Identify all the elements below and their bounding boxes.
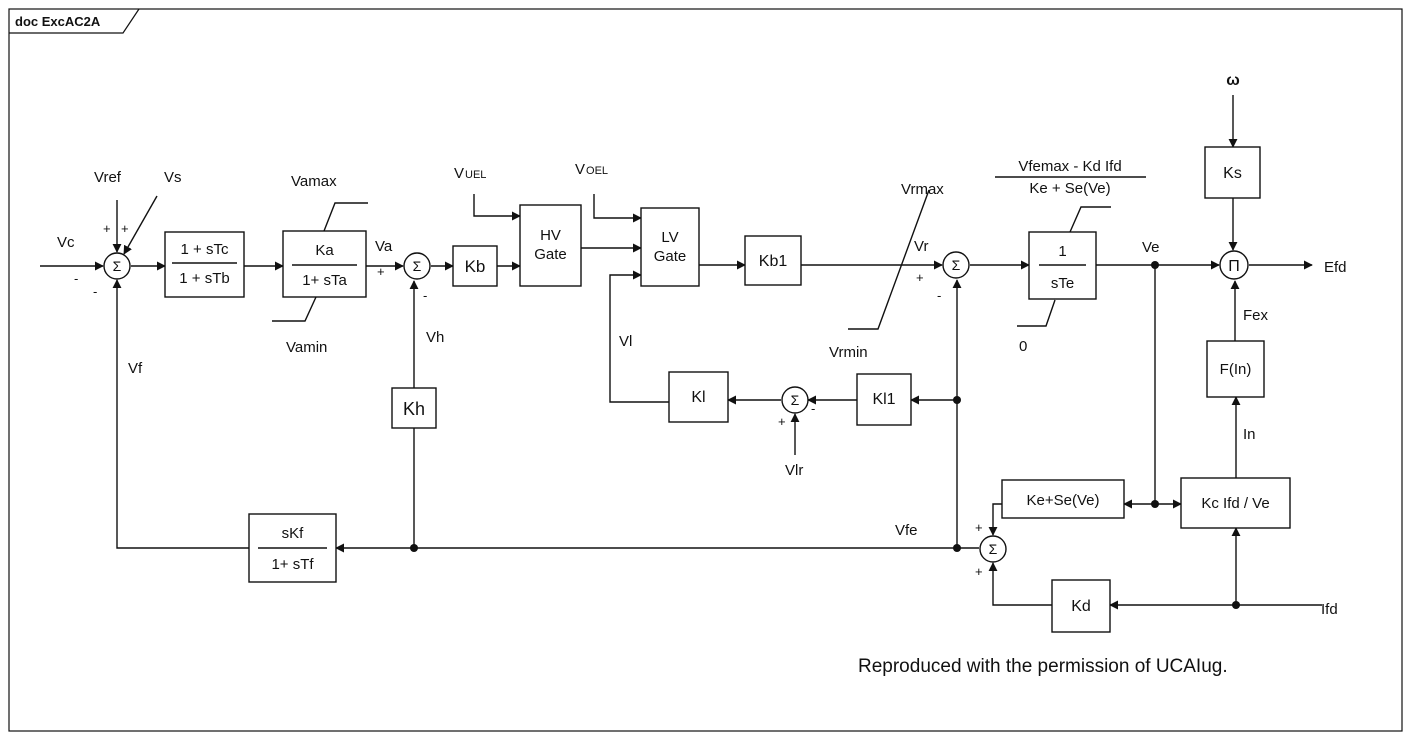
svg-text:+: + [121, 221, 129, 236]
svg-text:-: - [423, 288, 427, 303]
kc-ifd-ve-block: Kc Ifd / Ve [1180, 477, 1291, 529]
label-in: In [1243, 426, 1256, 443]
svg-text:+: + [916, 270, 924, 285]
svg-text:Gate: Gate [654, 248, 687, 265]
summing-junction-3: Σ [942, 251, 970, 279]
svg-text:+: + [975, 520, 983, 535]
label-ve: Ve [1142, 239, 1160, 256]
label-omega: ω [1226, 72, 1240, 89]
permission-note: Reproduced with the permission of UCAIug… [858, 656, 1228, 677]
label-vs: Vs [164, 169, 182, 186]
label-fex: Fex [1243, 307, 1269, 324]
svg-text:Kb1: Kb1 [759, 253, 788, 270]
label-efd: Efd [1324, 259, 1347, 276]
label-va: Va [375, 238, 393, 255]
kb-block: Kb [452, 245, 498, 287]
ka-block: Ka 1+ sTa [282, 230, 367, 298]
svg-text:Kd: Kd [1071, 598, 1091, 615]
integrator-ste-block: 1 sTe [1028, 231, 1097, 300]
svg-text:Gate: Gate [534, 246, 567, 263]
svg-text:Π: Π [1228, 258, 1240, 275]
hv-gate-block: HV Gate [519, 204, 582, 287]
multiplier-junction: Π [1219, 250, 1249, 280]
diagram-frame [8, 8, 1403, 732]
label-vl: Vl [619, 333, 632, 350]
label-zero: 0 [1019, 338, 1027, 355]
svg-text:-: - [811, 401, 815, 416]
svg-text:-: - [93, 284, 97, 299]
signal-labels: Vc Vref Vs Vf Vamax Vamin Va Vh VUEL VOE… [57, 72, 1347, 618]
kl-block: Kl [668, 371, 729, 423]
junction-signs: + + - - + - + - + - + + [74, 221, 983, 579]
label-vr: Vr [914, 238, 928, 255]
label-vuel: VUEL [454, 165, 486, 182]
svg-text:-: - [74, 271, 78, 286]
svg-text:sKf: sKf [282, 525, 305, 542]
ke-se-block: Ke+Se(Ve) [1001, 479, 1125, 519]
svg-text:Σ: Σ [791, 392, 800, 408]
frame-title: doc ExcAC2A [15, 14, 101, 29]
svg-text:+: + [778, 414, 786, 429]
svg-text:Ka: Ka [315, 242, 334, 259]
svg-text:HV: HV [540, 227, 561, 244]
label-vh: Vh [426, 329, 444, 346]
skf-block: sKf 1+ sTf [248, 513, 337, 583]
svg-text:Ks: Ks [1223, 165, 1242, 182]
label-vamin: Vamin [286, 339, 327, 356]
lv-gate-block: LV Gate [640, 207, 700, 287]
summing-junction-4: Σ [781, 386, 809, 414]
svg-text:1+ sTf: 1+ sTf [271, 556, 314, 573]
label-vrmin: Vrmin [829, 344, 868, 361]
svg-text:-: - [937, 288, 941, 303]
label-vref: Vref [94, 169, 122, 186]
summing-junction-5: Σ [979, 535, 1007, 563]
svg-text:+: + [377, 264, 385, 279]
svg-text:+: + [975, 564, 983, 579]
label-vamax: Vamax [291, 173, 337, 190]
svg-text:F(In): F(In) [1220, 361, 1252, 378]
kh-block: Kh [391, 387, 437, 429]
svg-text:Σ: Σ [413, 258, 422, 274]
frame-tab [9, 8, 140, 34]
label-vfemax-denominator: Ke + Se(Ve) [1029, 180, 1110, 197]
svg-text:Σ: Σ [952, 257, 961, 273]
lead-lag-block: 1 + sTc 1 + sTb [164, 231, 245, 298]
label-vlr: Vlr [785, 462, 803, 479]
svg-text:Kl: Kl [691, 389, 705, 406]
svg-text:1+ sTa: 1+ sTa [302, 272, 347, 289]
label-vrmax: Vrmax [901, 181, 944, 198]
label-vc: Vc [57, 234, 75, 251]
signal-lines [40, 95, 1322, 610]
svg-text:Σ: Σ [989, 541, 998, 557]
svg-text:1 + sTc: 1 + sTc [181, 241, 229, 258]
svg-text:1 + sTb: 1 + sTb [179, 270, 229, 287]
svg-text:Kc Ifd / Ve: Kc Ifd / Ve [1201, 495, 1269, 512]
junction-dots [410, 261, 1240, 609]
svg-text:Kl1: Kl1 [872, 391, 895, 408]
label-vf: Vf [128, 360, 143, 377]
svg-text:LV: LV [661, 229, 678, 246]
ks-block: Ks [1204, 146, 1261, 199]
svg-text:Ke+Se(Ve): Ke+Se(Ve) [1027, 492, 1100, 509]
kb1-block: Kb1 [744, 235, 802, 286]
svg-text:Σ: Σ [113, 258, 122, 274]
svg-text:Kb: Kb [465, 257, 486, 276]
svg-text:+: + [103, 221, 111, 236]
f-in-block: F(In) [1206, 340, 1265, 398]
summing-junction-1: Σ [103, 252, 131, 280]
svg-text:Kh: Kh [403, 399, 425, 419]
svg-text:1: 1 [1058, 243, 1066, 260]
kl1-block: Kl1 [856, 373, 912, 426]
label-ifd: Ifd [1321, 601, 1338, 618]
kd-block: Kd [1051, 579, 1111, 633]
summing-junction-2: Σ [403, 252, 431, 280]
label-vfe: Vfe [895, 522, 918, 539]
label-voel: VOEL [575, 161, 608, 178]
svg-text:sTe: sTe [1051, 275, 1074, 292]
label-vfemax-numerator: Vfemax - Kd Ifd [1018, 158, 1121, 175]
